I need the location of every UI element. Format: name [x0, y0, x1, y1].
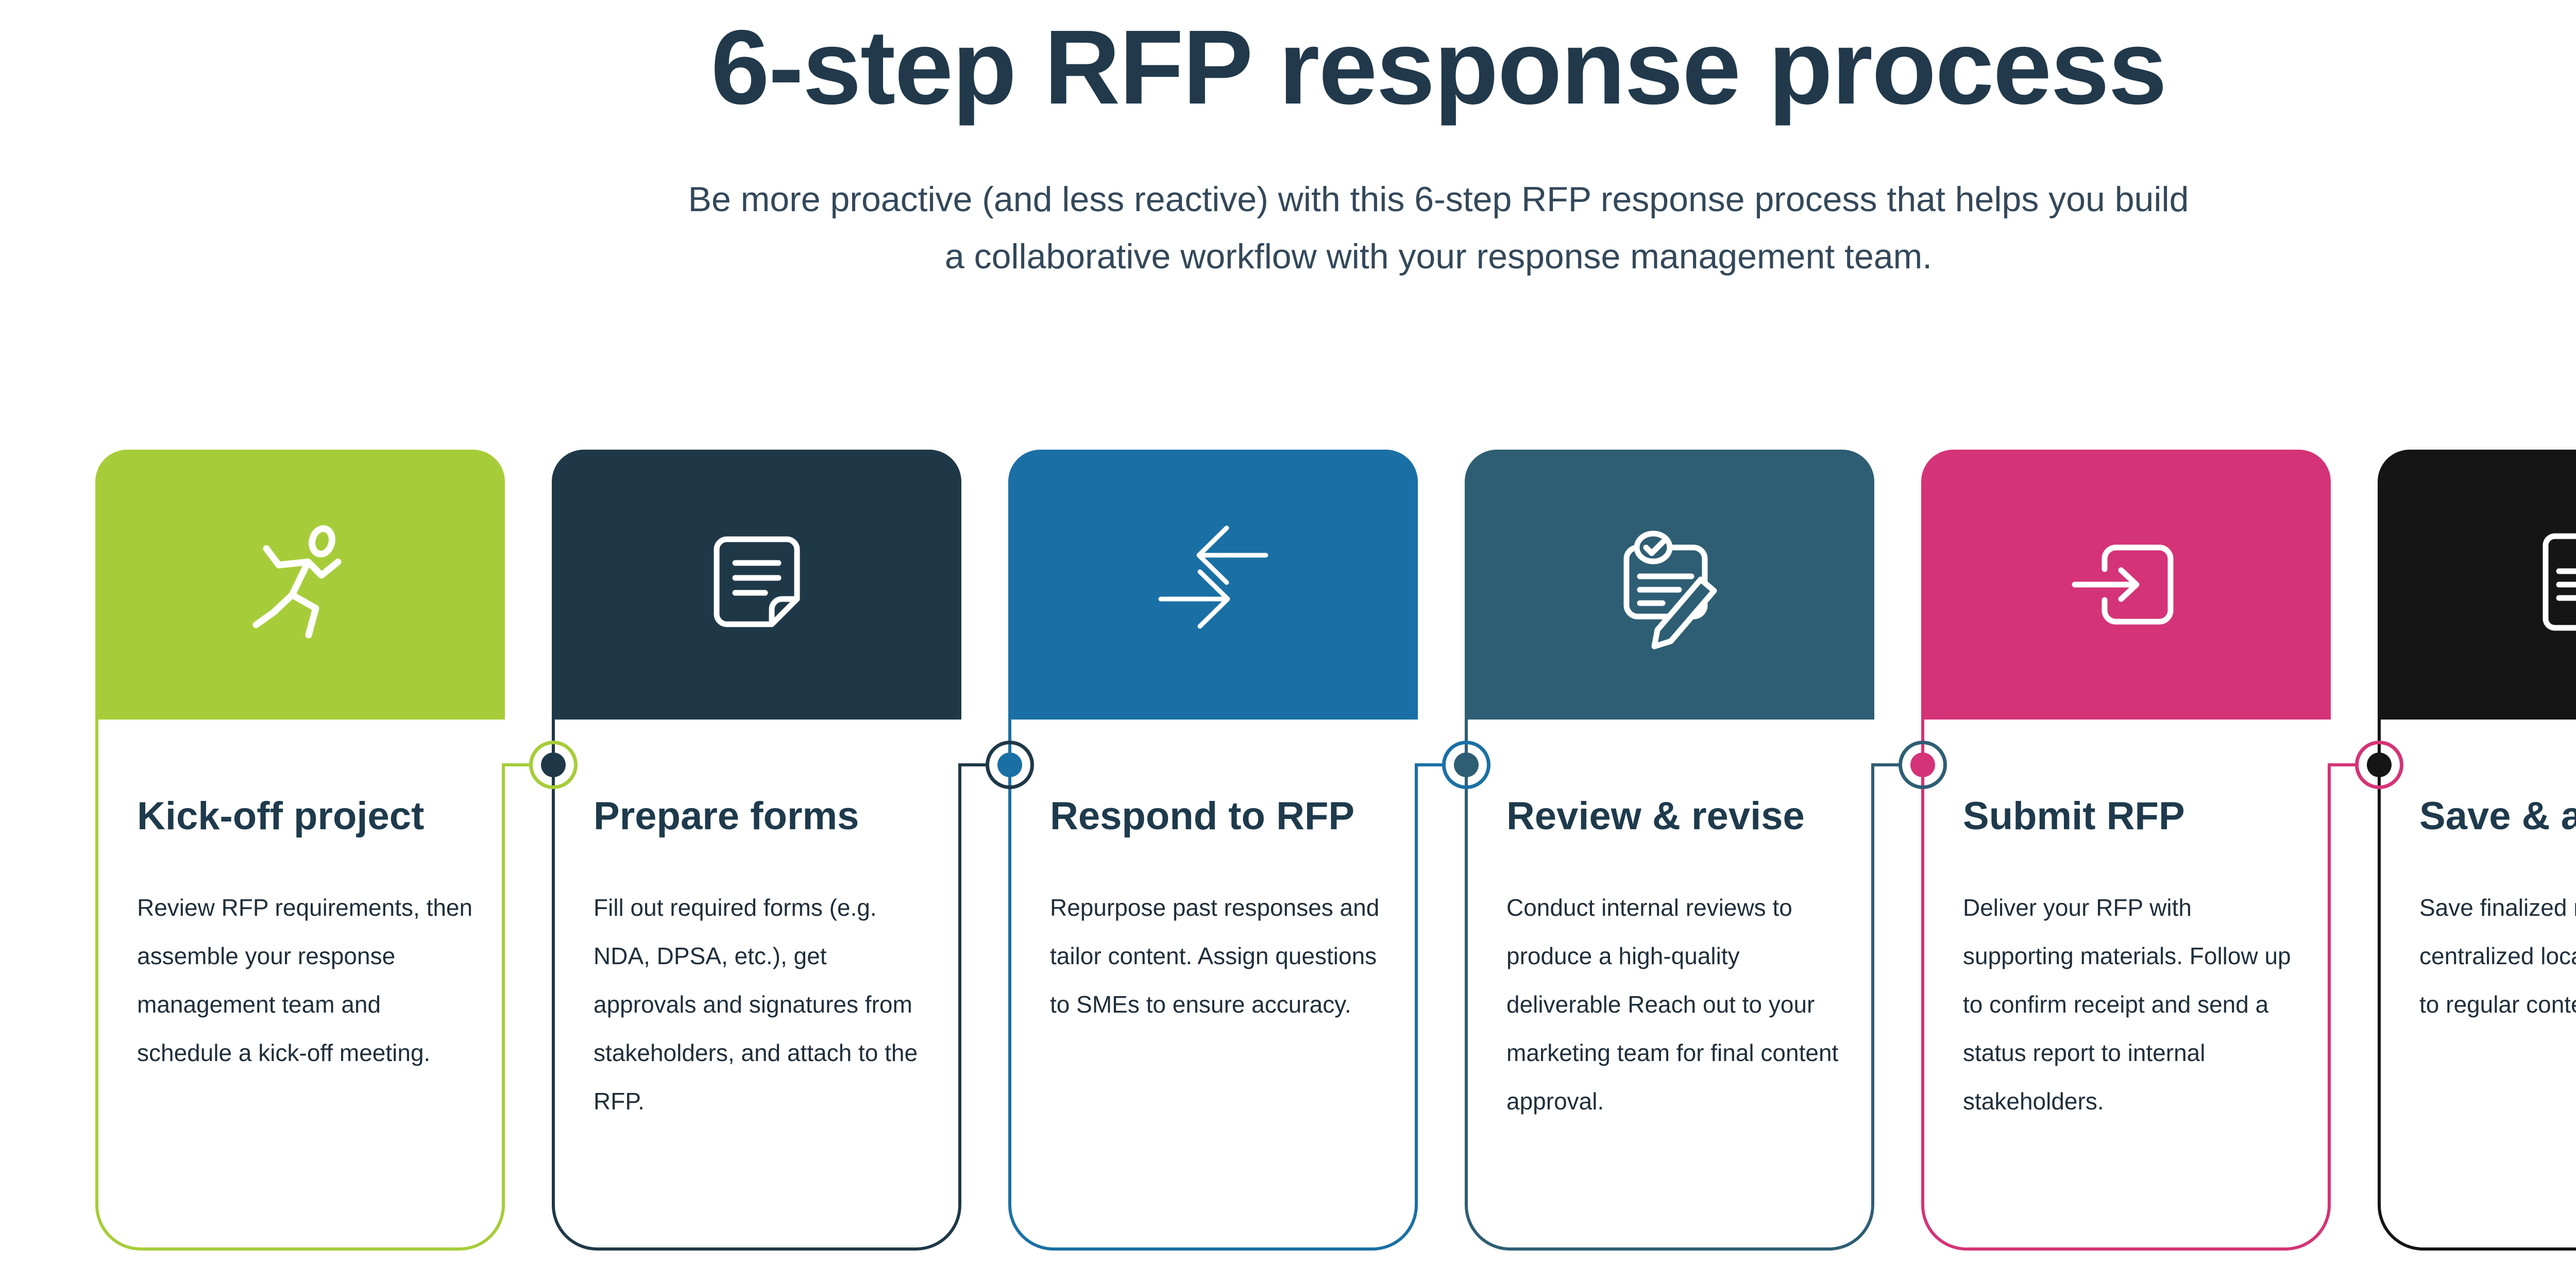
subtitle-line-2: a collaborative workflow with your respo… — [945, 237, 1932, 276]
card-description: Review RFP requirements, then assemble y… — [137, 883, 474, 1077]
border-mask — [958, 720, 961, 763]
card-header — [95, 450, 505, 720]
border-mask — [502, 720, 505, 763]
submit-arrow-icon — [2059, 518, 2193, 652]
border-mask — [2328, 720, 2331, 763]
step-card-3: Respond to RFP Repurpose past responses … — [1008, 450, 1418, 1251]
card-body: Kick-off project Review RFP requirements… — [95, 720, 505, 1251]
card-title: Submit RFP — [1963, 797, 2300, 836]
subtitle-line-1: Be more proactive (and less reactive) wi… — [688, 180, 2189, 219]
steps-row: Kick-off project Review RFP requirements… — [0, 450, 2576, 1251]
connector-5-stub — [2328, 763, 2355, 766]
connector-5-dot — [2367, 752, 2392, 777]
card-title: Prepare forms — [594, 797, 931, 836]
card-title: Respond to RFP — [1050, 797, 1387, 836]
card-title: Review & revise — [1506, 797, 1844, 836]
document-lines-icon — [690, 518, 824, 652]
connector-4-stub — [1871, 763, 1899, 766]
infographic-page: { "header": { "title": "6-step RFP respo… — [0, 9, 2576, 1266]
runner-icon — [233, 518, 367, 652]
page-title: 6-step RFP response process — [0, 9, 2576, 126]
card-header — [1008, 450, 1418, 720]
connector-4-dot — [1910, 752, 1935, 777]
card-description: Repurpose past responses and tailor cont… — [1050, 883, 1387, 1029]
card-title: Save & audit — [2419, 797, 2576, 836]
document-check-icon — [2516, 518, 2576, 652]
page-subtitle: Be more proactive (and less reactive) wi… — [0, 171, 2576, 285]
card-description: Fill out required forms (e.g. NDA, DPSA,… — [594, 883, 931, 1125]
card-body: Submit RFP Deliver your RFP with support… — [1921, 720, 2331, 1251]
card-body: Save & audit Save finalized responses in… — [2378, 720, 2576, 1251]
connector-1-stub — [502, 763, 529, 766]
card-header — [1465, 450, 1874, 720]
step-card-4: Review & revise Conduct internal reviews… — [1465, 450, 1874, 1251]
page-header: 6-step RFP response process Be more proa… — [0, 9, 2576, 285]
connector-2-stub — [958, 763, 986, 766]
card-body: Review & revise Conduct internal reviews… — [1465, 720, 1874, 1251]
connector-3-dot — [1454, 752, 1479, 777]
connector-1-dot — [541, 752, 566, 777]
card-description: Conduct internal reviews to produce a hi… — [1506, 883, 1844, 1125]
card-header — [2378, 450, 2576, 720]
step-card-2: Prepare forms Fill out required forms (e… — [552, 450, 961, 1251]
step-card-6: Save & audit Save finalized responses in… — [2378, 450, 2576, 1251]
step-card-1: Kick-off project Review RFP requirements… — [95, 450, 505, 1251]
border-mask — [1415, 720, 1418, 763]
card-header — [552, 450, 961, 720]
card-description: Deliver your RFP with supporting materia… — [1963, 883, 2300, 1125]
transfer-arrows-icon — [1146, 518, 1280, 652]
card-description: Save finalized responses in a centralize… — [2419, 883, 2576, 1029]
connector-2-dot — [997, 752, 1022, 777]
border-mask — [1871, 720, 1874, 763]
card-title: Kick-off project — [137, 797, 474, 836]
connector-3-stub — [1415, 763, 1442, 766]
step-card-5: Submit RFP Deliver your RFP with support… — [1921, 450, 2331, 1251]
card-body: Respond to RFP Repurpose past responses … — [1008, 720, 1418, 1251]
card-header — [1921, 450, 2331, 720]
card-body: Prepare forms Fill out required forms (e… — [552, 720, 961, 1251]
review-pencil-icon — [1603, 518, 1737, 652]
